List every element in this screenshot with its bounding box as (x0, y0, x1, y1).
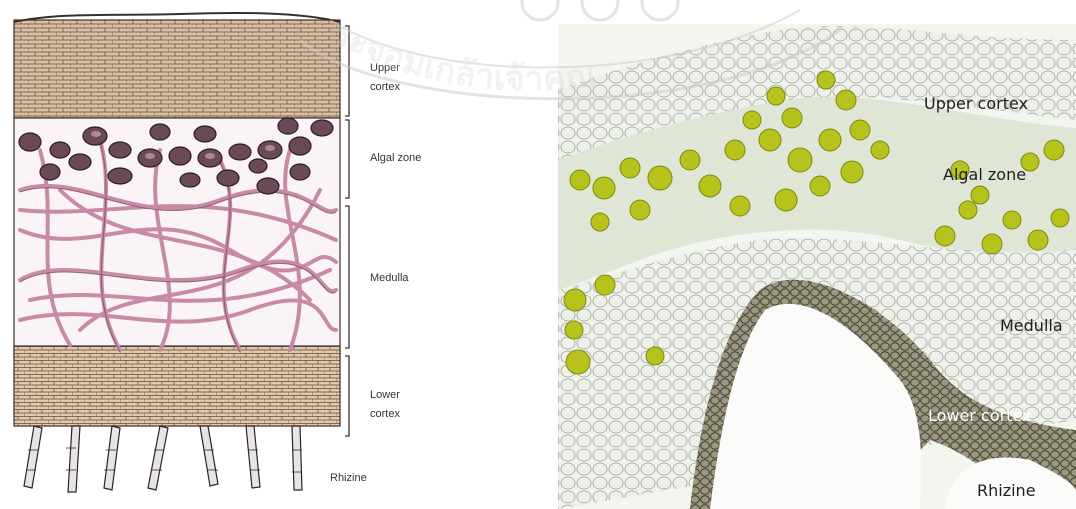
label-micro-algal-zone: Algal zone (943, 165, 1026, 184)
label-micro-upper-cortex: Upper cortex (924, 94, 1028, 113)
rhizines (24, 426, 302, 492)
watermark-textpath: ระจอมเกล้าเจ้าคุณ (326, 13, 599, 100)
layer-brackets (345, 26, 349, 436)
label-rhizine: Rhizine (330, 472, 367, 484)
watermark-text: ระจอมเกล้าเจ้าคุณ (326, 13, 599, 100)
label-lower-cortex: Lower (370, 389, 400, 401)
label-lower-cortex-line2: cortex (370, 408, 400, 420)
label-medulla: Medulla (370, 272, 409, 284)
lower-cortex-layer (14, 346, 340, 426)
lichen-section-drawing: Upper cortex Algal zone Medulla Lower co… (14, 13, 421, 492)
label-micro-lower-cortex: Lower cortex (928, 406, 1031, 425)
label-micro-medulla: Medulla (1000, 316, 1063, 335)
lichen-micrograph: Upper cortex Algal zone Medulla Lower co… (558, 24, 1076, 509)
label-algal-zone: Algal zone (370, 152, 421, 164)
label-micro-rhizine: Rhizine (977, 481, 1036, 500)
upper-cortex-layer (14, 20, 340, 118)
